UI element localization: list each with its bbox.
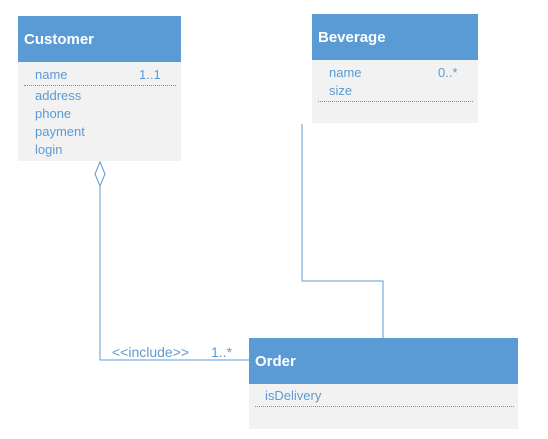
order-class-title: Order xyxy=(249,338,518,384)
include-stereotype-label: <<include>> xyxy=(112,344,190,360)
customer-attr-address: address xyxy=(35,88,82,103)
customer-attr-payment: payment xyxy=(35,124,85,139)
customer-order-link xyxy=(99,186,249,361)
customer-attr-phone: phone xyxy=(35,106,72,121)
order-attr-separator xyxy=(255,406,514,407)
customer-attr-name: name xyxy=(35,67,68,82)
beverage-class[interactable]: Beverage name 0..* size xyxy=(312,14,478,123)
beverage-attr-separator xyxy=(318,101,473,102)
order-attr-isdelivery: isDelivery xyxy=(265,388,322,403)
customer-class[interactable]: Customer name 1..1 address phone payment… xyxy=(18,16,181,161)
order-multiplicity-label: 1..* xyxy=(211,344,233,360)
beverage-order-link xyxy=(301,124,384,338)
beverage-attr-size: size xyxy=(329,83,353,98)
customer-attr-login: login xyxy=(35,142,63,157)
customer-attr-name-multiplicity: 1..1 xyxy=(139,67,161,82)
beverage-class-title: Beverage xyxy=(312,14,478,60)
customer-attr-separator xyxy=(24,85,176,86)
customer-class-title: Customer xyxy=(18,16,181,62)
beverage-attr-name: name xyxy=(329,65,362,80)
order-class[interactable]: Order isDelivery xyxy=(249,338,518,429)
aggregation-diamond xyxy=(94,160,106,188)
beverage-attr-name-multiplicity: 0..* xyxy=(438,65,458,80)
